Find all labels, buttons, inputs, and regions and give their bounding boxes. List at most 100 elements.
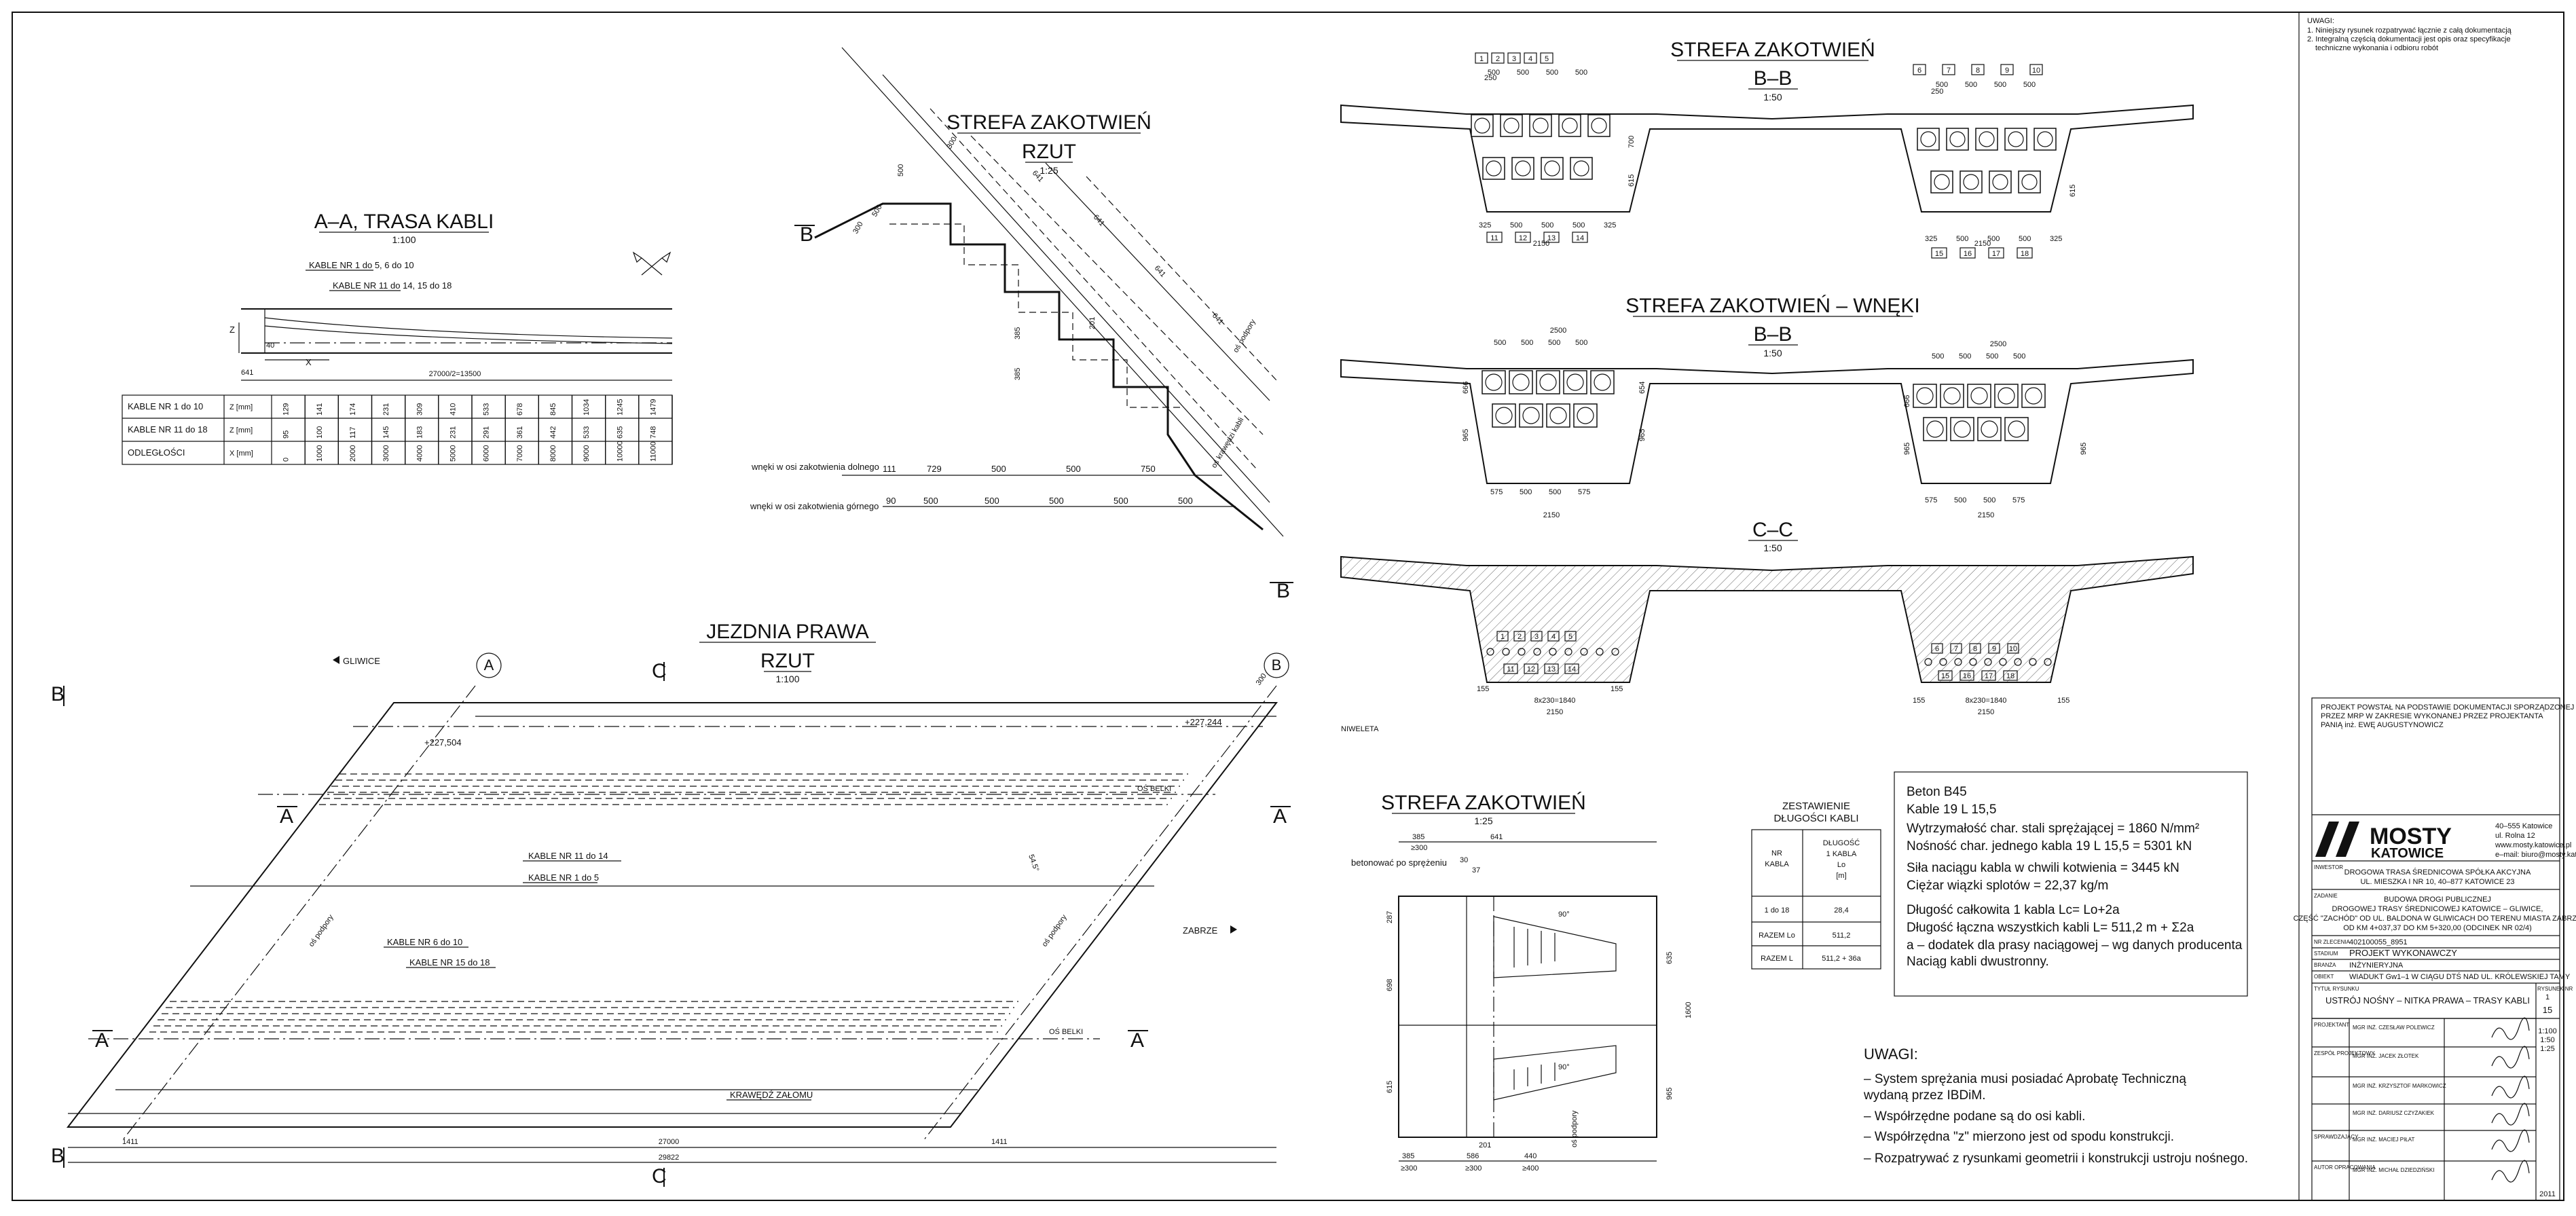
zest-col1-b: KABLA [1765,860,1789,868]
table-cell: 183 [416,426,424,439]
cc-d2150-right: 2150 [1978,708,1994,716]
wneka-top-left-circle [1539,373,1557,391]
bb-num-box [1524,52,1537,64]
wneka-bot-right-circle [2008,420,2025,438]
wneki-top-dim: 500 [1932,352,1944,361]
label-kable-15-18: KABLE NR 15 do 18 [409,957,490,968]
dim-lower: 500 [991,464,1006,474]
support-axis-a [122,685,476,1141]
table-row-unit: X [mm] [229,449,253,458]
table-cell: 7000 [516,445,524,462]
bb-bot-dim: 325 [2050,235,2062,243]
table-cell: 141 [316,403,324,416]
mark-a-right-bottom: A [1130,1029,1144,1052]
cc-num: 1 [1501,633,1505,641]
tb-role: PROJEKTANT [2314,1022,2349,1028]
tb-addr-3: www.mosty.katowice.pl [2495,841,2571,849]
cc-num: 14 [1568,665,1576,674]
jezdnia-title: JEZDNIA PRAWA [706,621,868,643]
tb-branza-label: BRANŻA [2314,962,2336,968]
cc-d2150-left: 2150 [1547,708,1563,716]
tb-note-2: PRZEZ MRP W ZAKRESIE WYKONANEJ PRZEZ PRO… [2321,712,2543,720]
angle-label: 54.5° [1027,853,1040,872]
zest-r3-c2: 511,2 + 36a [1822,955,1861,963]
spec-line: Nośność char. jednego kabla 19 L 15,5 = … [1907,839,2192,853]
wneki-bot-dim: 500 [1520,488,1532,496]
cc-num-box [1969,643,1981,654]
detail-d440: 440 [1524,1152,1537,1160]
cc-d155-2: 155 [1611,685,1623,693]
cc-num-box [1496,631,1509,642]
bb-dim-615-left: 615 [1627,174,1636,187]
wneka-bot-right [2004,417,2029,441]
table-cell: 1245 [616,399,624,416]
cc-tendon [1486,648,1494,656]
bb-num-box [1515,232,1531,243]
bb-bot-dim: 500 [2019,235,2031,243]
duct-bot-right-circle [2021,174,2038,190]
bb-dim-500: 500 [1994,81,2006,89]
label-upper: wnęki w osi zakotwienia górnego [750,501,879,511]
cable-bands [149,773,1188,1033]
uwagi-notes: UWAGI: – System sprężania musi posiadać … [1863,1046,2248,1166]
table-cell: 2000 [349,445,357,462]
cc-num: 12 [1527,665,1535,674]
table-cell: 309 [416,403,424,416]
bb-num-box [1491,52,1505,64]
uwagi-line: – Współrzędna "z" mierzono jest od spodu… [1864,1130,2174,1144]
zest-col1-a: NR [1771,849,1782,858]
wneki-dim-2500-left: 2500 [1550,327,1566,335]
cc-num: 13 [1547,665,1556,674]
tb-stadium-label: STADIUM [2314,951,2338,957]
table-cell: 3000 [382,445,390,462]
zest-col2-a: DŁUGOŚĆ [1823,839,1860,847]
dim-v-300: 300 [851,221,865,236]
cc-cross-section [1340,555,2194,683]
table-cell: 100 [316,426,324,439]
signature-icon [2491,1075,2530,1099]
bb-num-box [1475,52,1488,64]
table-cell: 361 [516,426,524,439]
dim-v-201: 201 [1088,317,1097,329]
cc-dmid-right: 8x230=1840 [1966,697,2007,705]
table-cell: 845 [549,403,557,416]
wneki-dim-666-left: 666 [1462,382,1470,394]
bb-num: 12 [1519,234,1527,242]
wneka-top-left-circle [1566,373,1584,391]
wneki-bot-dim: 575 [2012,496,2025,504]
tb-zadanie-2: DROGOWEJ TRASY ŚREDNICOWEJ KATOWICE – GL… [2332,904,2543,913]
spec-line: Ciężar wiązki splotów = 22,37 kg/m [1907,879,2108,893]
diag-line [930,108,1257,469]
tb-skala-3: 1:25 [2540,1045,2554,1053]
wneki-top-dim: 500 [2013,352,2025,361]
cc-num-box [1950,643,1962,654]
strefa-detail: STREFA ZAKOTWIEŃ 1:25 betonować po spręż… [1351,792,1693,1173]
bb-num: 7 [1947,67,1951,75]
cc-tendon [1533,648,1541,656]
tb-role: ZESPÓŁ PROJEKTOWY [2314,1050,2375,1056]
bb-dim-2150-left: 2150 [1533,240,1549,248]
anchor-upper [1493,916,1617,978]
wneka-bot-right-circle [1981,420,1998,438]
wneki-top-dim: 500 [1521,339,1533,347]
detail-d635: 635 [1666,952,1674,964]
wneki-top-dim: 500 [1959,352,1971,361]
table-cell: 117 [349,426,357,439]
dim-upper: 500 [1178,496,1193,506]
duct-top-right-circle [1979,131,1995,147]
os-podpory-a: oś podpory [308,913,335,948]
bb-num: 2 [1496,55,1500,63]
dim-v-500: 500 [870,204,884,219]
cc-num: 15 [1941,672,1949,680]
table-cell: 410 [449,403,457,416]
dim-upper: 500 [985,496,999,506]
table-cell: 291 [483,426,491,439]
cc-num-box [2007,643,2019,654]
detail-d641: 641 [1490,833,1503,841]
table-cell: 1479 [649,399,657,416]
circle-a [476,652,502,678]
wneka-bot-right-circle [1926,420,1944,438]
